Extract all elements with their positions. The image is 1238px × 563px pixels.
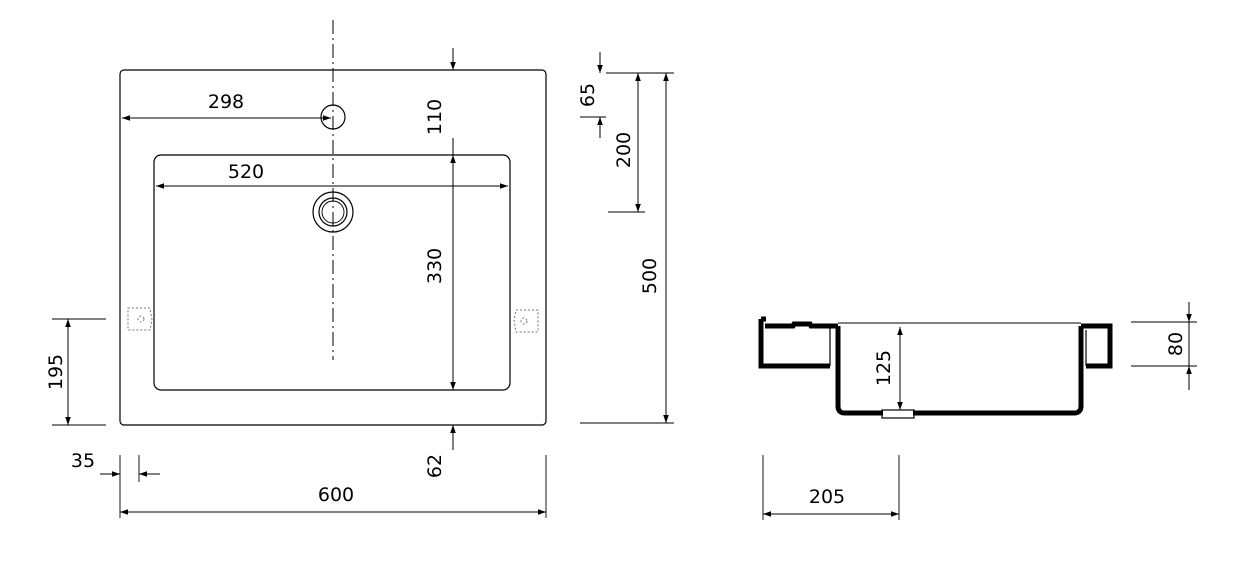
bowl-outline (153, 154, 511, 391)
drain-outer (312, 191, 354, 233)
plan-view: 298 520 110 330 62 500 65 200 195 (45, 20, 674, 518)
drain-outlet (881, 409, 915, 419)
drain-inner (318, 197, 348, 227)
dim-125-label: 125 (873, 350, 895, 386)
dim-80-label: 80 (1165, 332, 1187, 356)
dim-520-label: 520 (228, 161, 264, 183)
dim-65-label: 65 (577, 83, 599, 107)
dim-35-label: 35 (71, 450, 95, 472)
dim-200-label: 200 (613, 132, 635, 168)
dim-205-label: 205 (809, 486, 845, 508)
section-view: 125 80 205 (758, 302, 1197, 520)
dim-298-label: 298 (208, 91, 244, 113)
bracket-right (513, 309, 539, 333)
dim-330-label: 330 (424, 248, 446, 284)
drain-ring (321, 200, 345, 224)
overflow-channel (829, 326, 1087, 366)
dim-62-label: 62 (424, 454, 446, 478)
bracket-left (127, 307, 153, 331)
dim-500-label: 500 (639, 258, 661, 294)
dim-195-label: 195 (45, 354, 67, 390)
basin-section-profile (758, 316, 1113, 416)
dim-110-label: 110 (424, 99, 446, 135)
dim-600-label: 600 (318, 484, 354, 506)
